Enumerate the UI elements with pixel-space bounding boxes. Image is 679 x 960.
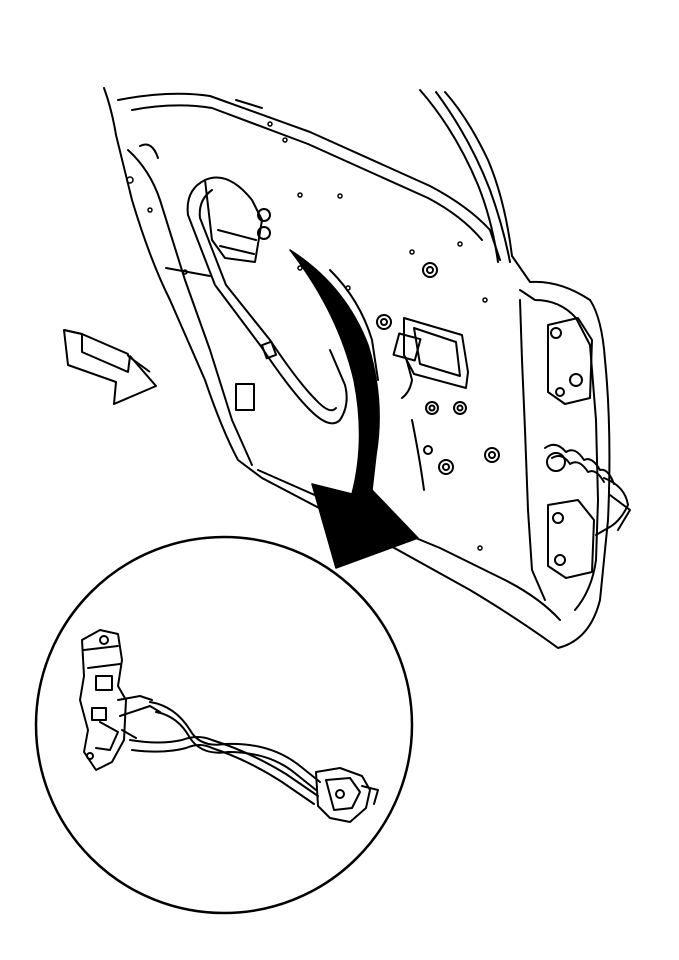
view-direction-arrow	[63, 329, 157, 405]
regulator-track	[186, 179, 348, 425]
lower-left-bracket	[235, 383, 255, 411]
inner-panel-bottom	[257, 469, 561, 621]
upper-hinge	[547, 317, 593, 405]
door-shell	[103, 87, 631, 649]
panel-contour-1	[329, 269, 379, 381]
window-channel	[117, 92, 501, 261]
detail-circle	[34, 535, 414, 915]
door-outline	[103, 87, 611, 649]
cable-upper	[149, 701, 321, 783]
hinge-face-inner	[519, 299, 546, 601]
handle-opening	[403, 317, 469, 389]
b-pillar-edge-2	[435, 91, 511, 263]
handle-end	[315, 767, 379, 823]
cable-lower	[129, 736, 319, 797]
harness-connector	[392, 332, 422, 399]
regulator-clip	[260, 340, 278, 360]
regulator-track-inner	[198, 189, 337, 412]
regulator-bolt-2	[257, 226, 271, 240]
cable-lower-2	[131, 744, 315, 805]
panel-contour-5	[411, 419, 425, 491]
panel-contour-2	[165, 267, 211, 277]
window-channel-inner	[131, 104, 483, 241]
cable-upper-2	[155, 711, 317, 791]
panel-contour-3	[139, 143, 159, 159]
door-check-spring	[544, 443, 631, 536]
inner-panel-edge	[127, 149, 253, 466]
panel-bolts	[376, 262, 500, 475]
hinge-face	[519, 289, 599, 611]
latch-cable-assembly	[79, 629, 379, 823]
regulator-bolt-1	[257, 208, 271, 222]
lower-hinge	[547, 499, 595, 579]
magnification-arrow	[289, 249, 419, 569]
regulator-upper-block	[204, 176, 263, 263]
panel-rivets	[126, 121, 488, 551]
panel-contour-4	[235, 99, 263, 109]
b-pillar-edge	[419, 89, 499, 263]
latch-module	[79, 629, 161, 771]
